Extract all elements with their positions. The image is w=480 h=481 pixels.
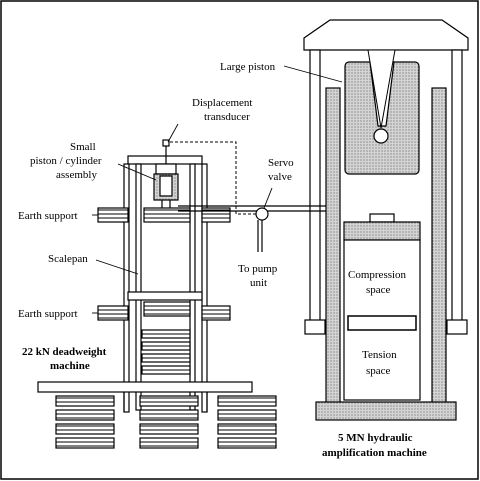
hydraulic-crosshead	[303, 19, 469, 51]
weight-disc-4	[141, 365, 191, 375]
leader-servo	[263, 187, 273, 209]
hydraulic-left-column	[309, 49, 321, 323]
label-compression-1: Compression	[348, 269, 407, 281]
leader-small-piston	[117, 163, 157, 181]
label-hydraulic-2: amplification machine	[322, 447, 427, 459]
hydraulic-machine	[303, 19, 469, 421]
deadweight-base	[37, 381, 253, 393]
label-displacement-2: transducer	[204, 111, 250, 123]
leader-transducer	[167, 123, 179, 143]
label-small-piston-3: assembly	[56, 169, 97, 181]
chamber-divider-piston	[347, 315, 417, 331]
crosshead-wedge	[367, 49, 396, 129]
hydraulic-left-foot	[304, 319, 326, 335]
weight-disc-2	[141, 341, 191, 351]
piston-ball-joint	[373, 128, 389, 144]
hydraulic-right-foot	[446, 319, 468, 335]
label-earth-support-upper: Earth support	[18, 210, 78, 222]
hydraulic-right-column	[451, 49, 463, 323]
scalepan-plate	[127, 291, 203, 301]
label-scalepan: Scalepan	[48, 253, 88, 265]
small-piston	[159, 175, 173, 197]
deadweight-machine	[37, 139, 277, 449]
earth-support-lower-right	[201, 305, 231, 321]
label-deadweight-1: 22 kN deadweight	[22, 346, 107, 358]
left-outer-column	[123, 163, 130, 413]
label-pump-2: unit	[250, 277, 267, 289]
leader-large-piston	[283, 65, 343, 83]
servo-valve-icon	[255, 207, 269, 221]
label-servo-2: valve	[268, 171, 292, 183]
earth-support-upper-right	[201, 207, 231, 223]
earth-support-lower-left	[97, 305, 129, 321]
label-deadweight-2: machine	[50, 360, 90, 372]
label-hydraulic-1: 5 MN hydraulic	[338, 432, 413, 444]
piston-mid-block	[343, 221, 421, 241]
top-plate	[127, 155, 203, 165]
label-displacement-1: Displacement	[192, 97, 252, 109]
signal-line	[170, 141, 256, 215]
weight-stack-right	[217, 395, 277, 449]
weight-stack-center	[139, 395, 199, 449]
piston-rod-top	[369, 213, 395, 223]
weight-disc-3	[141, 353, 191, 363]
cylinder-left-wall	[325, 87, 341, 405]
leader-scalepan	[95, 259, 139, 275]
earth-support-upper-mid	[143, 207, 191, 223]
label-tension-2: space	[366, 365, 391, 377]
cylinder-cap	[155, 163, 177, 175]
label-pump-1: To pump	[238, 263, 278, 275]
label-earth-support-lower: Earth support	[18, 308, 78, 320]
transducer-head	[162, 139, 170, 147]
cylinder-right-wall	[431, 87, 447, 405]
weight-stack-left	[55, 395, 115, 449]
label-large-piston: Large piston	[220, 61, 276, 73]
right-inner-column	[189, 163, 196, 411]
label-compression-2: space	[366, 284, 391, 296]
label-small-piston-2: piston / cylinder	[30, 155, 102, 167]
earth-support-upper-left	[97, 207, 129, 223]
label-servo-1: Servo	[268, 157, 294, 169]
hydraulic-base	[315, 401, 457, 421]
label-small-piston-1: Small	[70, 141, 96, 153]
right-outer-column	[201, 163, 208, 413]
earth-support-lower-mid	[143, 301, 191, 317]
weight-disc-1	[141, 329, 191, 339]
leader-lines	[92, 65, 343, 314]
label-tension-1: Tension	[362, 349, 397, 361]
hydraulic-lines	[170, 141, 326, 252]
left-inner-column	[135, 163, 142, 411]
